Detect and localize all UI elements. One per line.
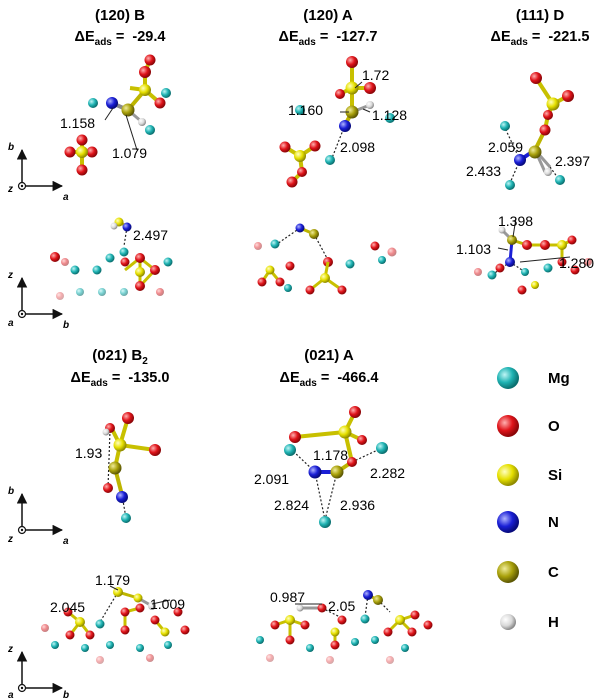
panel-120-a: (120) A ΔEads =-127.7 bbox=[254, 7, 407, 295]
distance-label: 1.179 bbox=[95, 572, 130, 588]
legend-item-mg: Mg bbox=[497, 367, 570, 389]
distance-label: 1.009 bbox=[150, 596, 185, 612]
axis-label-horizontal: b bbox=[63, 320, 69, 331]
panel-title: (120) A bbox=[303, 7, 353, 24]
adsorption-energy: ΔEads =-127.7 bbox=[279, 29, 378, 48]
legend-item-h: H bbox=[500, 614, 559, 631]
adsorption-energy: ΔEads =-466.4 bbox=[280, 370, 379, 389]
distance-label: 1.280 bbox=[559, 255, 594, 271]
axis-label-origin: a bbox=[8, 690, 14, 700]
n-atom-icon bbox=[497, 511, 519, 533]
panel-111-d: (111) D ΔEads =-221.5 2.059 bbox=[456, 7, 594, 295]
si-atom-icon bbox=[497, 464, 519, 486]
distance-label: 1.079 bbox=[112, 145, 147, 161]
distance-label: 1.93 bbox=[75, 445, 102, 461]
side-view-structure bbox=[41, 585, 190, 664]
axis-label-vertical: z bbox=[7, 644, 13, 655]
distance-label: 1.103 bbox=[456, 241, 491, 257]
mg-atom-icon bbox=[497, 367, 519, 389]
distance-label: 2.433 bbox=[466, 163, 501, 179]
distance-label: 2.397 bbox=[555, 153, 590, 169]
legend-label: C bbox=[548, 564, 559, 581]
distance-label: 2.059 bbox=[488, 139, 523, 155]
axes-indicator-side-view: z b a bbox=[7, 270, 69, 331]
axis-label-horizontal: a bbox=[63, 192, 69, 203]
top-view-structure bbox=[500, 72, 574, 190]
legend-item-si: Si bbox=[497, 464, 562, 486]
distance-label: 2.098 bbox=[340, 139, 375, 155]
legend-label: H bbox=[548, 614, 559, 631]
axes-indicator-side-view: z b a bbox=[7, 644, 69, 700]
panel-title: (111) D bbox=[516, 7, 565, 24]
top-view-structure bbox=[102, 412, 161, 523]
top-view-structure bbox=[64, 54, 171, 176]
legend-label: N bbox=[548, 514, 559, 531]
panel-title: (021) B2 bbox=[92, 347, 148, 367]
axis-label-origin: z bbox=[7, 184, 13, 195]
legend-label: Si bbox=[548, 467, 562, 484]
distance-label: 0.987 bbox=[270, 589, 305, 605]
distance-label: 1.158 bbox=[60, 115, 95, 131]
distance-label: 1.72 bbox=[362, 67, 389, 83]
top-view-structure bbox=[284, 406, 388, 528]
axes-indicator-top-view: b a z bbox=[7, 486, 69, 547]
axis-label-horizontal: b bbox=[63, 690, 69, 700]
axis-label-vertical: z bbox=[7, 270, 13, 281]
legend-item-o: O bbox=[497, 415, 560, 437]
side-view-structure bbox=[474, 217, 592, 295]
distance-label: 2.045 bbox=[50, 599, 85, 615]
distance-label: 2.282 bbox=[370, 465, 405, 481]
c-atom-icon bbox=[497, 561, 519, 583]
panel-120-b: (120) B ΔEads =-29.4 bbox=[50, 7, 173, 300]
distance-label: 1.160 bbox=[288, 102, 323, 118]
axis-label-origin: a bbox=[8, 318, 14, 329]
distance-label: 2.936 bbox=[340, 497, 375, 513]
distance-label: 2.497 bbox=[133, 227, 168, 243]
distance-label: 2.091 bbox=[254, 471, 289, 487]
legend-item-n: N bbox=[497, 511, 559, 533]
side-view-structure bbox=[254, 223, 397, 295]
adsorption-energy: ΔEads =-135.0 bbox=[71, 370, 170, 389]
distance-label: 1.178 bbox=[313, 447, 348, 463]
panel-021-b2: (021) B2 ΔEads =-135.0 1.93 bbox=[41, 347, 190, 664]
distance-label: 2.824 bbox=[274, 497, 309, 513]
o-atom-icon bbox=[497, 415, 519, 437]
legend-item-c: C bbox=[497, 561, 559, 583]
legend-label: O bbox=[548, 418, 560, 435]
axis-label-origin: z bbox=[7, 534, 13, 545]
panel-title: (120) B bbox=[95, 7, 145, 24]
adsorption-energy: ΔEads =-29.4 bbox=[75, 29, 166, 48]
top-view-structure bbox=[279, 56, 395, 188]
legend-label: Mg bbox=[548, 370, 570, 387]
legend: Mg O Si N C H bbox=[497, 367, 570, 631]
axis-label-vertical: b bbox=[8, 142, 14, 153]
axes-indicator-top-view: b a z bbox=[7, 142, 69, 203]
side-view-structure bbox=[50, 217, 173, 300]
distance-label: 1.128 bbox=[372, 107, 407, 123]
adsorption-energy: ΔEads =-221.5 bbox=[491, 29, 590, 48]
panel-021-a: (021) A ΔEads =-466.4 1.178 2.091 bbox=[254, 347, 433, 664]
axis-label-vertical: b bbox=[8, 486, 14, 497]
distance-label: 2.05 bbox=[328, 598, 355, 614]
panel-title: (021) A bbox=[304, 347, 354, 364]
h-atom-icon bbox=[500, 614, 516, 630]
axis-label-horizontal: a bbox=[63, 536, 69, 547]
side-view-structure bbox=[256, 590, 433, 664]
distance-label: 1.398 bbox=[498, 213, 533, 229]
